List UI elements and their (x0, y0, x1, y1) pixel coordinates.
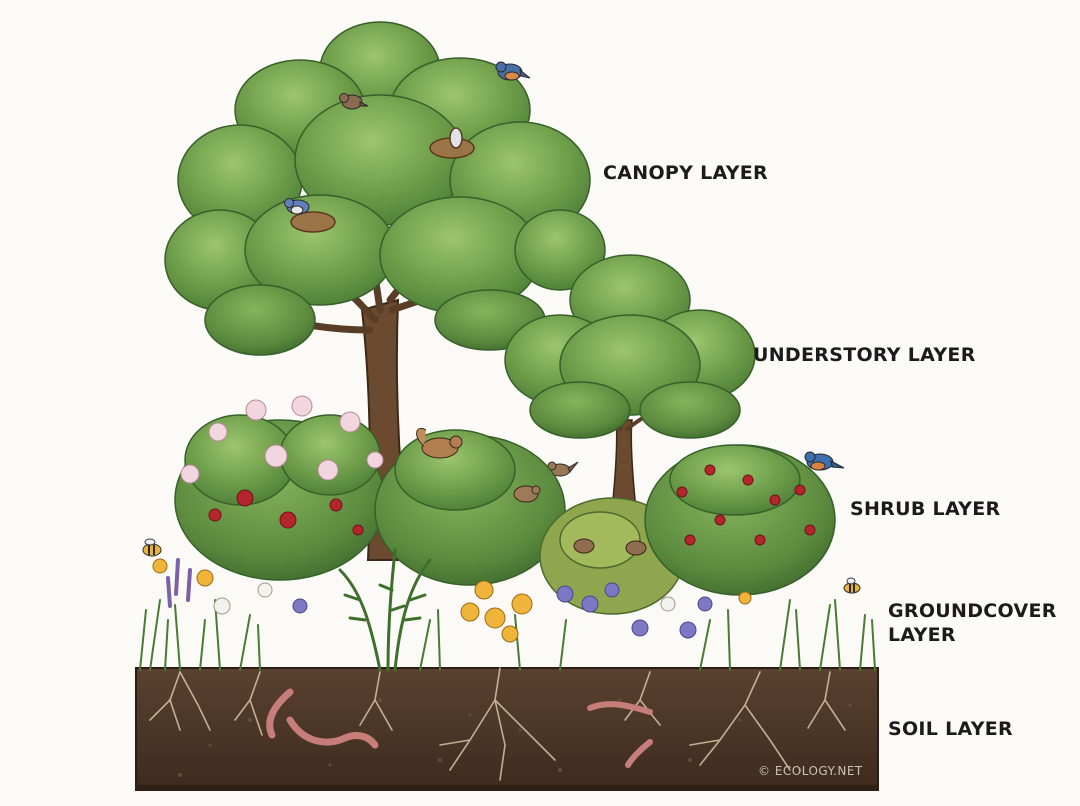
canopy-foliage (164, 21, 606, 356)
credit-watermark: © ECOLOGY.NET (758, 764, 863, 778)
soil-layer-label: SOIL LAYER (888, 718, 1013, 740)
bee-icon (142, 538, 861, 594)
red-berries (208, 464, 816, 546)
understory-tree (504, 254, 756, 511)
bird-icon (284, 61, 845, 477)
earthworm-icon (266, 688, 653, 768)
pink-blossoms (180, 395, 384, 484)
shrub-layer-label: SHRUB LAYER (850, 498, 1001, 520)
squirrel-icon (416, 428, 463, 459)
mouse-icon (513, 485, 647, 556)
soil-speckles (168, 698, 852, 777)
white-daisies (213, 582, 676, 615)
shrub-left (174, 414, 386, 581)
violet-flowers (292, 582, 713, 639)
yellow-flowers (152, 558, 752, 643)
groundcover-layer-label: GROUNDCOVER LAYER (888, 600, 1057, 646)
roots (149, 667, 846, 781)
nest-icon (290, 127, 475, 233)
fern (338, 548, 432, 672)
shrub-right (644, 444, 836, 596)
lavender-spikes (166, 558, 192, 608)
canopy-layer-label: CANOPY LAYER (603, 162, 768, 184)
groundcover-grass (139, 599, 876, 671)
understory-layer-label: UNDERSTORY LAYER (753, 344, 976, 366)
shrub-center (374, 429, 566, 586)
